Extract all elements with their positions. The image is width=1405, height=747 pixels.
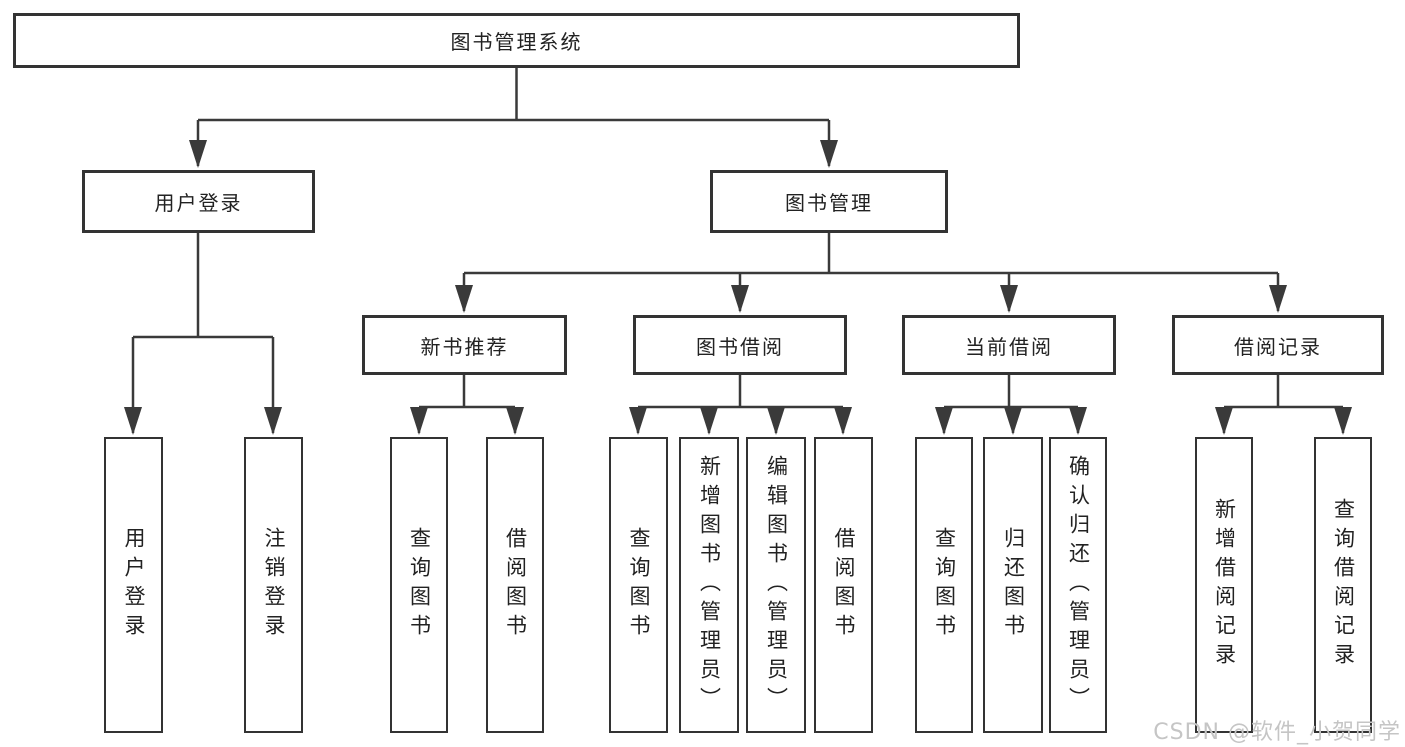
leaf-current-confirm-return-admin: 确认归还（管理员） <box>1049 437 1107 733</box>
leaf-borrowing-add-books-admin: 新增图书（管理员） <box>679 437 739 733</box>
node-new-book-recommendation: 新书推荐 <box>362 315 567 375</box>
leaf-current-return-books: 归还图书 <box>983 437 1043 733</box>
node-user-login: 用户登录 <box>82 170 315 233</box>
node-root: 图书管理系统 <box>13 13 1020 68</box>
leaf-borrowing-edit-books-admin: 编辑图书（管理员） <box>746 437 806 733</box>
leaf-newbooks-borrow-books: 借阅图书 <box>486 437 544 733</box>
node-book-borrowing: 图书借阅 <box>633 315 847 375</box>
leaf-borrowing-borrow-books: 借阅图书 <box>814 437 873 733</box>
leaf-records-query-record: 查询借阅记录 <box>1314 437 1372 733</box>
leaf-records-add-record: 新增借阅记录 <box>1195 437 1253 733</box>
leaf-logout: 注销登录 <box>244 437 303 733</box>
node-book-management: 图书管理 <box>710 170 948 233</box>
node-current-borrowing: 当前借阅 <box>902 315 1116 375</box>
node-borrowing-records: 借阅记录 <box>1172 315 1384 375</box>
leaf-user-login: 用户登录 <box>104 437 163 733</box>
leaf-current-query-books: 查询图书 <box>915 437 973 733</box>
csdn-watermark: CSDN @软件_小贺同学 <box>1153 720 1401 745</box>
leaf-borrowing-query-books: 查询图书 <box>609 437 668 733</box>
leaf-newbooks-query-books: 查询图书 <box>390 437 448 733</box>
